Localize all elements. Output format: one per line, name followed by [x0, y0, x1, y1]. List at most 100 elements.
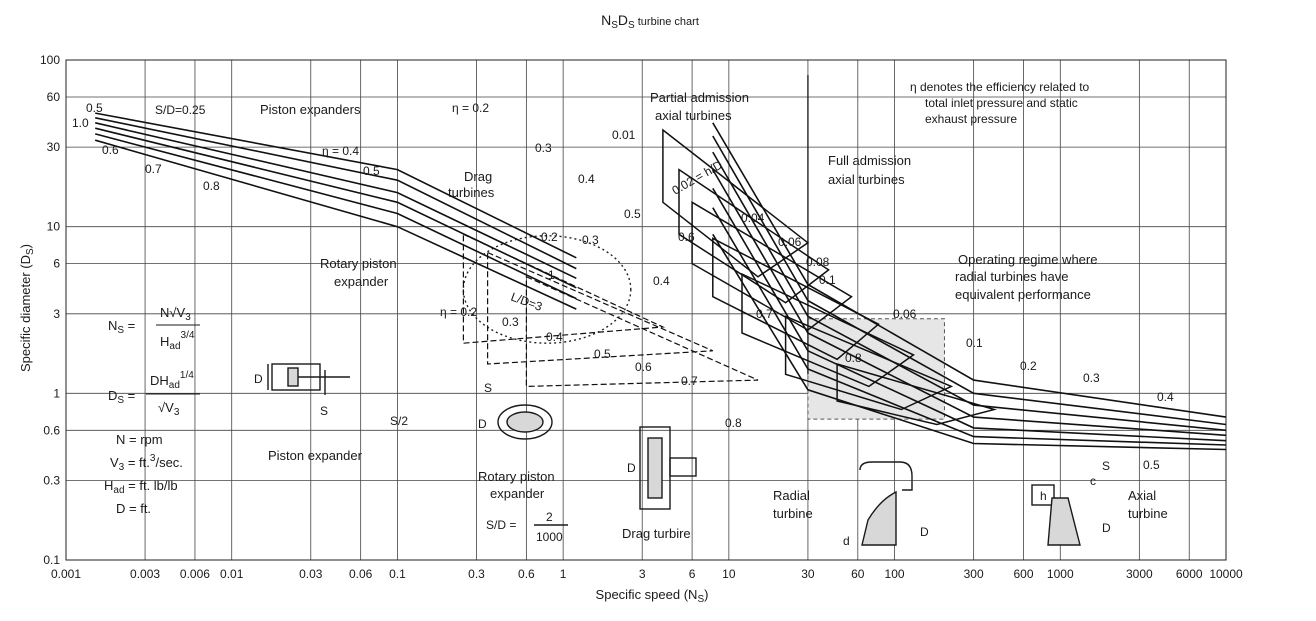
piston-efficiency-line — [94, 139, 577, 310]
rotary-letter-s: S — [484, 381, 492, 395]
axial-letter-c: c — [1090, 474, 1096, 488]
x-tick-label: 300 — [964, 567, 984, 581]
piston-expander-label: Piston expander — [268, 448, 363, 463]
x-tick-label: 10000 — [1209, 567, 1243, 581]
chart-title: NSDS turbine chart — [601, 12, 699, 31]
rotary-piston-diagram: S D Rotary piston expander S/D = 2 1000 — [478, 381, 568, 544]
piston-expander-diagram: D S S/2 Piston expander — [254, 363, 408, 463]
rotary-label-1: expander — [490, 486, 545, 501]
had-def: Had = ft. lb/lb — [104, 478, 178, 496]
anno-axial-eff-4: 0.7 — [756, 307, 773, 321]
ds-numerator: DHad1/4 — [150, 370, 194, 391]
radial-letter-d: D — [920, 525, 929, 539]
rotary-piston-region — [462, 235, 632, 344]
piston-letter-d: D — [254, 372, 263, 386]
y-tick-label: 6 — [53, 257, 60, 271]
radial-turbine-diagram: d D Radial turbine — [773, 461, 929, 548]
anno-operating-0: Operating regime where — [958, 252, 1097, 267]
radial-wheel — [861, 490, 897, 546]
rotary-label-0: Rotary piston — [478, 469, 555, 484]
x-tick-label: 0.01 — [220, 567, 244, 581]
anno-axial-eff-5: 0.8 — [845, 351, 862, 365]
axial-efficiency-contour — [662, 128, 810, 278]
anno-drag-eff-2: 0.4 — [653, 274, 670, 288]
sd-ratio-den: 1000 — [536, 530, 563, 544]
y-tick-label: 10 — [47, 220, 61, 234]
axial-blade — [1047, 497, 1081, 546]
y-tick-label: 0.1 — [43, 553, 60, 567]
x-tick-label: 1 — [560, 567, 567, 581]
anno-operating-1: radial turbines have — [955, 269, 1068, 284]
drag-efficiency-contour — [525, 275, 759, 388]
x-tick-label: 0.3 — [468, 567, 485, 581]
x-tick-label: 100 — [885, 567, 905, 581]
anno-partial-admission-1: axial turbines — [655, 108, 732, 123]
anno-axial-eff-2: 0.5 — [624, 207, 641, 221]
axial-efficiency-contour — [712, 237, 880, 361]
anno-p05: 0.5 — [363, 164, 380, 178]
x-tick-label: 0.6 — [518, 567, 535, 581]
piston-efficiency-line — [95, 122, 577, 280]
x-tick-label: 0.03 — [299, 567, 323, 581]
anno-full-admission-0: Full admission — [828, 153, 911, 168]
axial-letter-h: h — [1040, 489, 1047, 503]
anno-partial-admission-0: Partial admission — [650, 90, 749, 105]
anno-eta-02-left: η = 0.2 — [440, 305, 477, 319]
piston-efficiency-line — [94, 133, 577, 300]
anno-drag-eff-5: 0.7 — [681, 374, 698, 388]
anno-top-left-3: 0.7 — [145, 162, 162, 176]
radial-volute — [859, 461, 913, 491]
anno-hd-0: 0.01 — [612, 128, 636, 142]
regions — [462, 75, 945, 420]
x-tick-label: 6000 — [1176, 567, 1203, 581]
anno-eta-02-top: η = 0.2 — [452, 101, 489, 115]
anno-drag-eff-4: 0.6 — [635, 360, 652, 374]
radial-label-0: Radial — [773, 488, 810, 503]
drag-letter-d: D — [627, 461, 636, 475]
grid — [65, 59, 1227, 561]
ns-numerator: N√V3 — [160, 305, 191, 323]
anno-hd-2: 0.04 — [741, 211, 765, 225]
anno-rotary-0: Rotary piston — [320, 256, 397, 271]
y-tick-label: 30 — [47, 140, 61, 154]
y-tick-label: 1 — [53, 386, 60, 400]
anno-right-hd-3: 0.3 — [1083, 371, 1100, 385]
axial-efficiency-contour — [678, 168, 830, 304]
v3-def: V3 = ft.3/sec. — [110, 453, 183, 473]
x-tick-label: 0.06 — [349, 567, 373, 581]
anno-eta-04: η = 0.4 — [322, 144, 359, 158]
axial-efficiency-line — [712, 122, 1227, 418]
anno-rot-eff-1: 0.4 — [546, 330, 563, 344]
anno-eta-note-1: total inlet pressure and static — [925, 96, 1078, 110]
anno-drag-eff-0: 0.2 — [541, 230, 558, 244]
anno-rotary-1: expander — [334, 274, 389, 289]
anno-right-hd-4: 0.4 — [1157, 390, 1174, 404]
anno-operating-2: equivalent performance — [955, 287, 1091, 302]
axial-efficiency-line — [712, 169, 1227, 437]
anno-rot-eff-0: 0.3 — [502, 315, 519, 329]
piston-head — [287, 367, 299, 387]
x-tick-label: 1000 — [1047, 567, 1074, 581]
formulas: NS = N√V3 Had3/4 DS = DHad1/4 √V3 N = rp… — [104, 305, 200, 516]
axial-turbine-diagram: h c S D Axial turbine — [1031, 459, 1168, 546]
anno-rot-eff-2: 1 — [548, 268, 555, 282]
sd-ratio-num: 2 — [546, 510, 553, 524]
piston-efficiency-line — [95, 117, 577, 270]
anno-hd-5: 0.1 — [819, 273, 836, 287]
anno-top-left-4: 0.8 — [203, 179, 220, 193]
drag-efficiency-contour — [462, 233, 666, 344]
anno-axial-eff-3: 0.6 — [678, 230, 695, 244]
ds-lhs: DS = — [108, 388, 135, 406]
plot-frame — [65, 59, 1227, 561]
x-tick-label: 30 — [801, 567, 815, 581]
axial-efficiency-contour — [691, 200, 853, 331]
y-axis-label: Specific diameter (DS) — [18, 244, 36, 372]
y-tick-label: 0.3 — [43, 473, 60, 487]
drag-turbine-label: Drag turbire — [622, 526, 691, 541]
anno-hd-4: 0.08 — [806, 255, 830, 269]
axial-efficiency-line — [712, 207, 1227, 446]
axial-efficiency-contour — [741, 272, 915, 388]
